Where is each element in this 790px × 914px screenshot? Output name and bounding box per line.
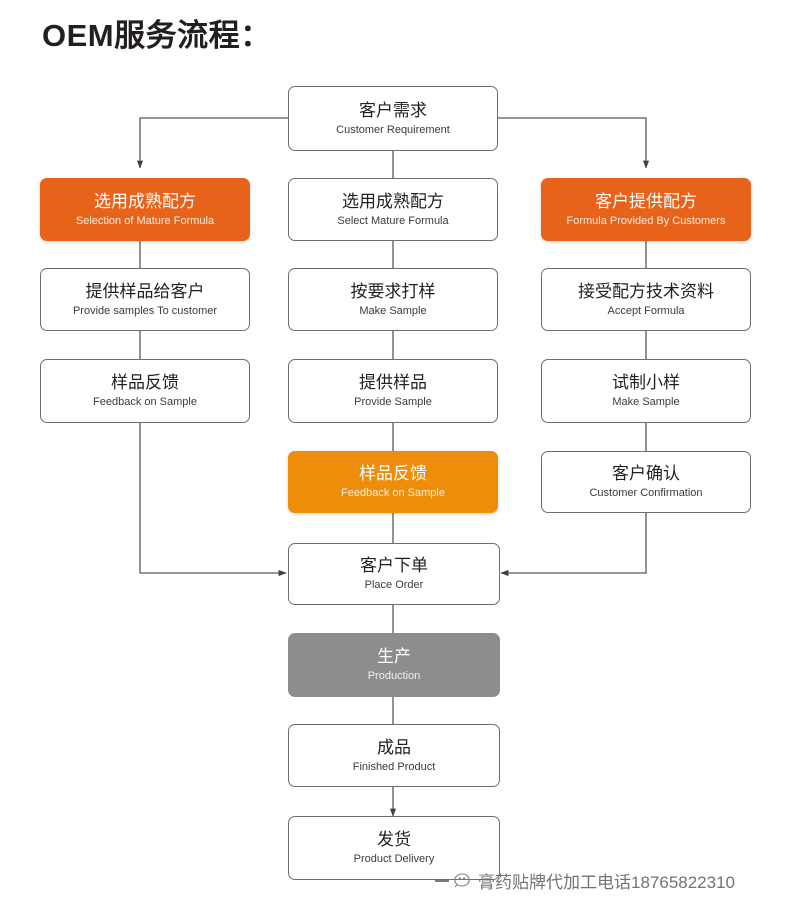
page-title: OEM服务流程： [42, 18, 272, 53]
node-place-order[interactable]: 客户下单 Place Order [288, 543, 500, 605]
node-label-en: Finished Product [352, 760, 436, 773]
watermark-text: 膏药贴牌代加工电话18765822310 [478, 873, 736, 892]
node-feedback-on-sample-center[interactable]: 样品反馈 Feedback on Sample [288, 451, 498, 513]
node-label-cn: 选用成熟配方 [342, 191, 444, 211]
node-formula-provided-by-customers[interactable]: 客户提供配方 Formula Provided By Customers [541, 178, 751, 241]
node-label-en: Product Delivery [353, 853, 435, 865]
node-label-en: Provide Sample [354, 396, 432, 408]
wechat-icon [454, 873, 470, 888]
node-make-sample-right[interactable]: 试制小样 Make Sample [541, 359, 751, 423]
node-label-en: Provide samples To customer [72, 304, 218, 317]
node-provide-samples-to-customer[interactable]: 提供样品给客户 Provide samples To customer [40, 268, 250, 331]
node-accept-formula[interactable]: 接受配方技术资料 Accept Formula [541, 268, 751, 331]
node-label-cn: 样品反馈 [111, 373, 179, 392]
node-provide-sample[interactable]: 提供样品 Provide Sample [288, 359, 498, 423]
node-selection-mature-formula[interactable]: 选用成熟配方 Selection of Mature Formula [40, 178, 250, 241]
node-customer-requirement[interactable]: 客户需求 Customer Requirement [288, 86, 498, 151]
node-label-en: Production [367, 670, 421, 682]
node-label-cn: 选用成熟配方 [94, 191, 196, 211]
node-label-cn: 客户确认 [612, 464, 680, 483]
node-label-en: Accept Formula [607, 304, 685, 317]
node-label-en: Place Order [364, 579, 424, 591]
node-label-en: Customer Confirmation [589, 487, 703, 499]
node-label-cn: 样品反馈 [359, 464, 427, 483]
node-finished-product[interactable]: 成品 Finished Product [288, 724, 500, 787]
node-label-cn: 按要求打样 [350, 281, 436, 301]
node-label-en: Feedback on Sample [93, 396, 197, 408]
node-label-en: Select Mature Formula [337, 214, 449, 227]
node-label-en: Selection of Mature Formula [75, 214, 215, 227]
node-label-cn: 客户需求 [359, 100, 427, 120]
node-label-cn: 生产 [377, 647, 411, 666]
node-label-en: Formula Provided By Customers [566, 214, 726, 227]
node-production[interactable]: 生产 Production [288, 633, 500, 697]
node-label-cn: 客户下单 [360, 556, 428, 575]
node-label-cn: 提供样品 [359, 373, 427, 392]
node-label-en: Make Sample [359, 304, 427, 317]
watermark: 膏药贴牌代加工电话18765822310 [435, 868, 735, 893]
node-customer-confirmation[interactable]: 客户确认 Customer Confirmation [541, 451, 751, 513]
node-select-mature-formula[interactable]: 选用成熟配方 Select Mature Formula [288, 178, 498, 241]
node-label-cn: 客户提供配方 [595, 191, 697, 211]
node-make-sample-center[interactable]: 按要求打样 Make Sample [288, 268, 498, 331]
node-label-cn: 成品 [377, 737, 411, 757]
node-label-cn: 试制小样 [612, 373, 680, 392]
node-label-en: Make Sample [612, 396, 680, 408]
node-label-en: Feedback on Sample [341, 487, 445, 499]
node-label-en: Customer Requirement [336, 123, 450, 136]
node-label-cn: 提供样品给客户 [85, 281, 205, 301]
node-label-cn: 接受配方技术资料 [578, 281, 714, 301]
node-label-cn: 发货 [377, 830, 411, 849]
node-feedback-on-sample-left[interactable]: 样品反馈 Feedback on Sample [40, 359, 250, 423]
watermark-dash [435, 879, 449, 882]
